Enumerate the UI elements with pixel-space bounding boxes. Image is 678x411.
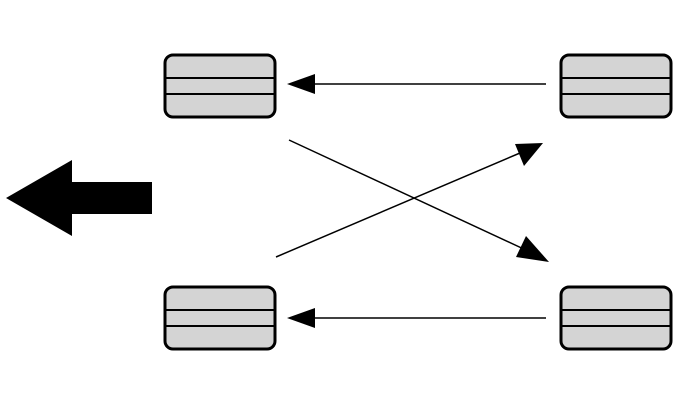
- edge-bottom-left-to-top-right: [275, 143, 543, 258]
- arrowhead-icon: [287, 74, 315, 94]
- arrowhead-icon: [516, 236, 549, 262]
- node-bottom-left: [163, 285, 277, 351]
- edge-top-left-to-bottom-right: [288, 139, 549, 262]
- arrowhead-icon: [287, 308, 315, 328]
- node-top-left: [163, 53, 277, 119]
- edge-bottom-right-to-bottom-left: [287, 308, 546, 328]
- node-top-right: [559, 53, 673, 119]
- direction-arrow-left-icon: [6, 160, 152, 236]
- edge-top-right-to-top-left: [287, 74, 546, 94]
- node-bottom-right: [559, 285, 673, 351]
- arrowhead-icon: [515, 143, 543, 166]
